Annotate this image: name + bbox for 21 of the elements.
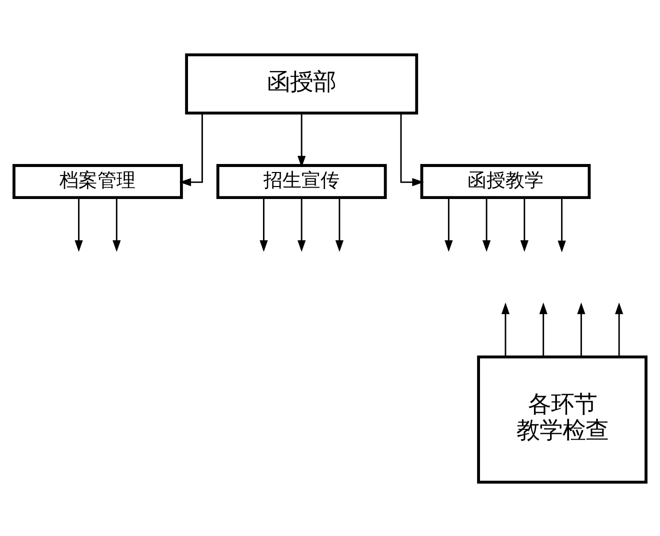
- arrow: [577, 302, 586, 356]
- arrow: [298, 198, 306, 252]
- arrow: [112, 198, 121, 252]
- node-box: 函授部: [185, 52, 418, 114]
- arrow: [444, 198, 453, 252]
- node-box: 各环节 教学检查: [477, 354, 648, 484]
- arrow: [260, 198, 268, 252]
- arrow: [558, 198, 566, 252]
- arrow: [539, 302, 548, 356]
- arrow: [298, 112, 306, 168]
- node-box: 档案管理: [12, 164, 183, 198]
- arrow: [179, 112, 203, 186]
- arrow: [335, 198, 344, 252]
- arrow: [400, 112, 424, 186]
- arrow: [501, 302, 510, 356]
- arrow: [615, 302, 624, 356]
- node-box: 招生宣传: [216, 164, 387, 198]
- arrow: [74, 198, 83, 252]
- arrow: [520, 198, 528, 252]
- node-box: 函授教学: [420, 164, 591, 198]
- arrow: [482, 198, 491, 252]
